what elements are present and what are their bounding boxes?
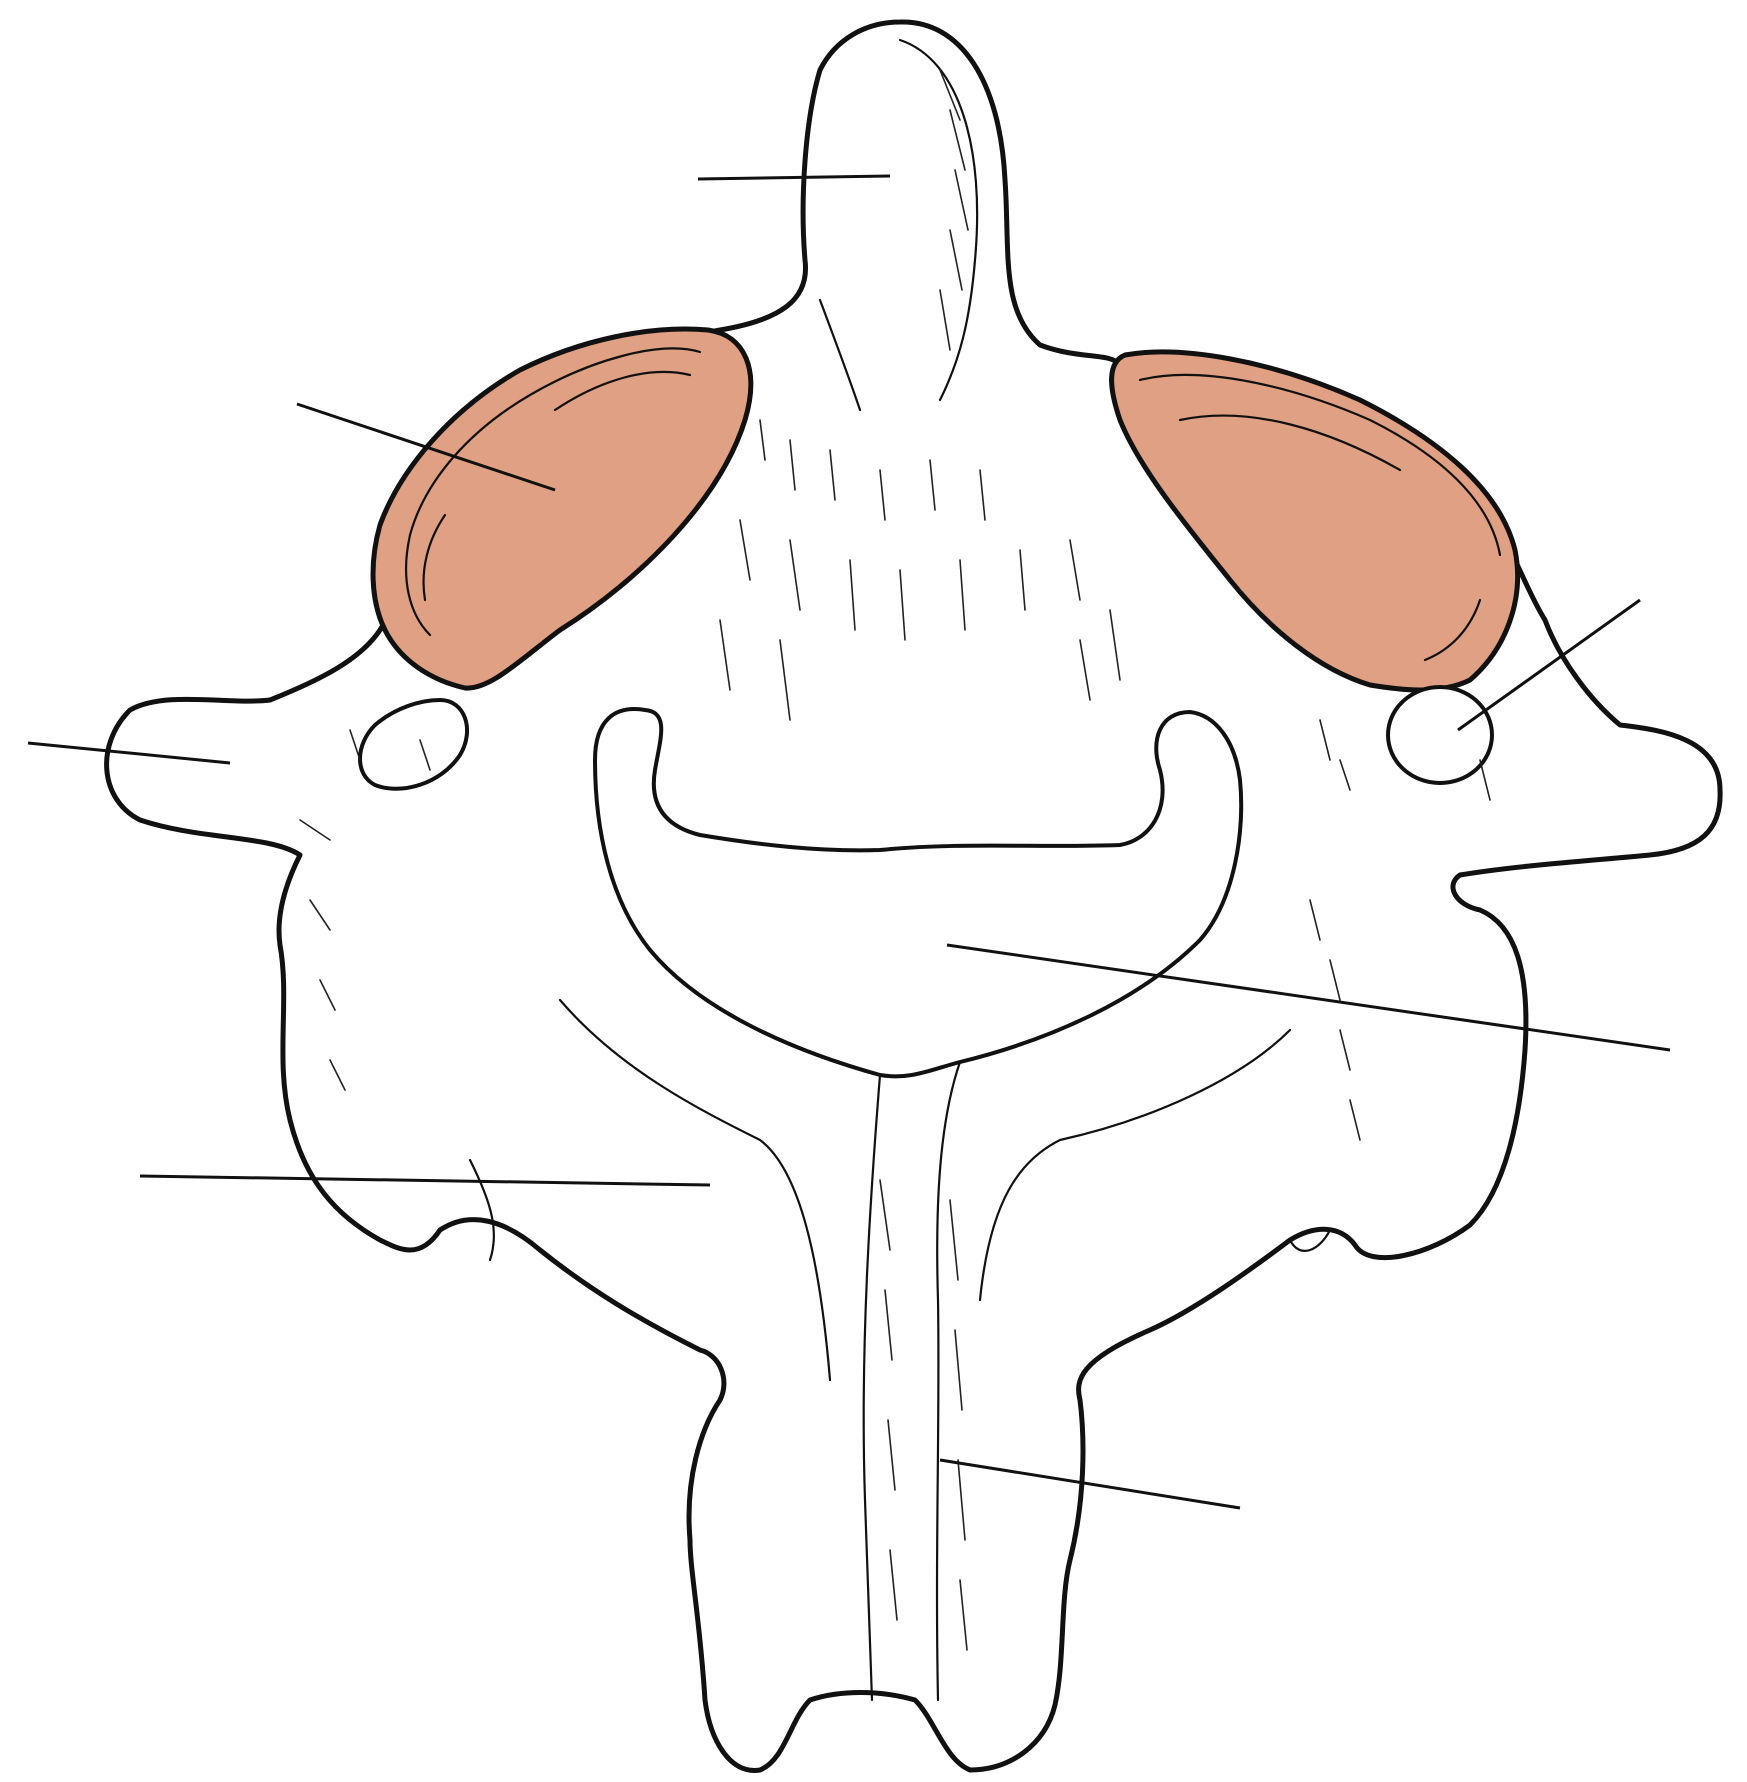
- right-facet-contour: [1138, 373, 1502, 557]
- left-articular-facet: [370, 326, 754, 691]
- leader-vertebral-foramen: [946, 943, 1671, 1052]
- leader-transverse-foramen: [1457, 598, 1641, 732]
- right-articular-facet: [1109, 349, 1521, 693]
- left-transverse-foramen: [358, 697, 470, 791]
- left-facet-contour-inner: [422, 370, 692, 602]
- vertebral-foramen: [592, 707, 1244, 1079]
- right-lamina-contour: [978, 1028, 1292, 1302]
- leader-spinous-process: [939, 1458, 1241, 1510]
- left-facet-contour: [404, 347, 702, 637]
- left-lamina-contour: [558, 998, 832, 1382]
- leader-lines: [27, 174, 1671, 1510]
- surface-hatching: [299, 69, 1491, 1651]
- dens-base-contour: [818, 298, 862, 412]
- right-transverse-foramen: [1386, 685, 1494, 785]
- dens-contour: [898, 38, 979, 402]
- spinous-groove-left: [862, 1073, 882, 1702]
- leader-dens: [697, 174, 891, 181]
- right-inferior-notch: [1288, 1228, 1332, 1252]
- leader-transverse-process: [27, 741, 231, 765]
- leader-superior-articular-facet: [296, 402, 556, 492]
- spinous-groove-right: [935, 1060, 962, 1702]
- leader-lamina: [139, 1174, 711, 1187]
- left-inferior-notch: [468, 1158, 496, 1262]
- right-facet-contour-inner: [1178, 414, 1482, 662]
